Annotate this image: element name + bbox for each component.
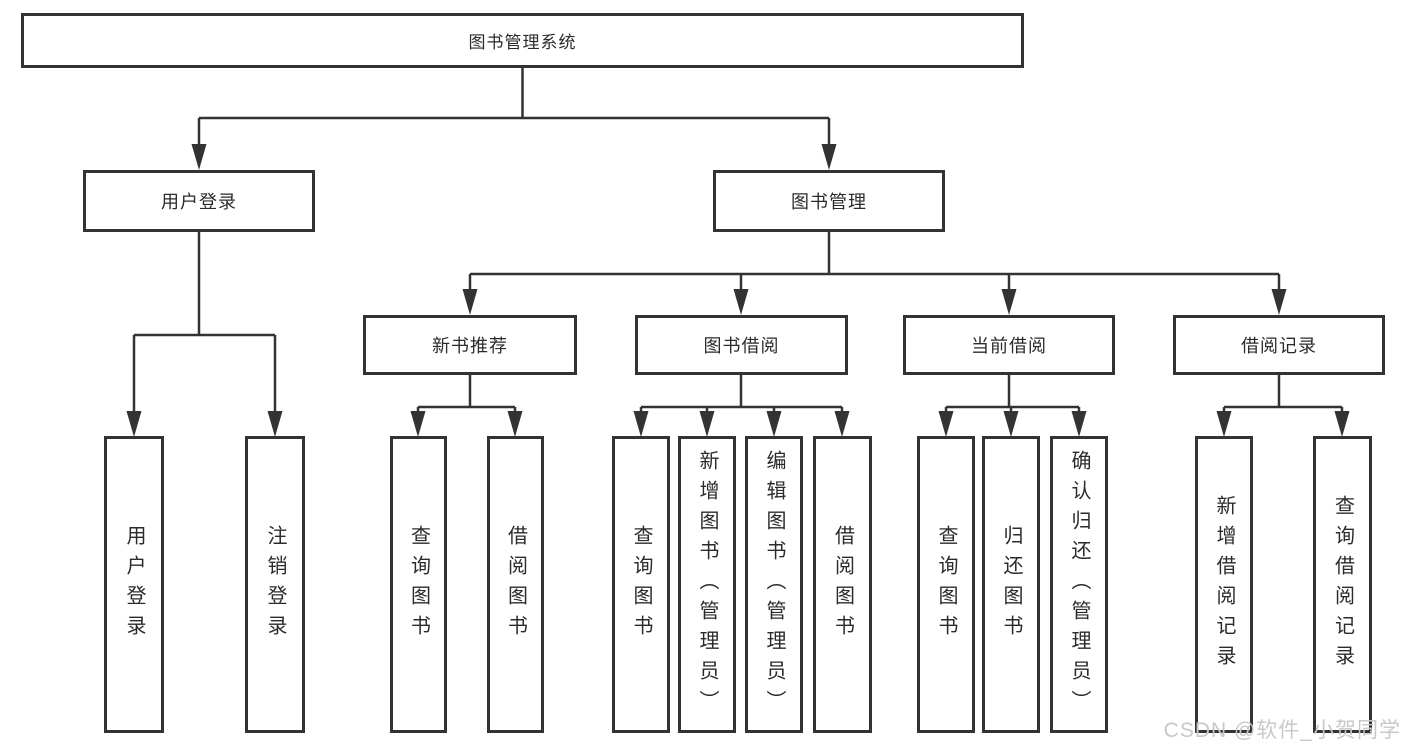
node-user-login: 用户登录 xyxy=(83,170,315,232)
arrow-down-icon xyxy=(733,289,749,315)
arrow-down-icon xyxy=(191,144,207,170)
arrow-down-icon xyxy=(126,411,142,437)
node-new-book-recommend: 新书推荐 xyxy=(363,315,577,375)
leaf-confirm-return-admin: 确认归还（管理员） xyxy=(1050,436,1108,733)
leaf-add-borrow-record: 新增借阅记录 xyxy=(1195,436,1253,733)
node-current-borrow-label: 当前借阅 xyxy=(971,336,1047,356)
leaf-user-login: 用户登录 xyxy=(104,436,164,733)
arrow-down-icon xyxy=(507,411,523,437)
node-book-borrow: 图书借阅 xyxy=(635,315,848,375)
connector-user-login-to-leaves xyxy=(126,232,283,437)
leaf-query-borrow-record: 查询借阅记录 xyxy=(1313,436,1372,733)
connector-book-mgmt-to-level3 xyxy=(462,232,1287,315)
node-new-book-recommend-label: 新书推荐 xyxy=(432,336,508,356)
arrow-down-icon xyxy=(1001,289,1017,315)
node-book-management: 图书管理 xyxy=(713,170,945,232)
arrow-down-icon xyxy=(1271,289,1287,315)
arrow-down-icon xyxy=(1071,411,1087,437)
node-borrow-record: 借阅记录 xyxy=(1173,315,1385,375)
leaf-borrow-books-recommend: 借阅图书 xyxy=(487,436,544,733)
connector-book-borrow-to-leaves xyxy=(633,375,850,437)
node-book-borrow-label: 图书借阅 xyxy=(703,336,780,356)
node-book-management-label: 图书管理 xyxy=(791,192,867,212)
arrow-down-icon xyxy=(1334,411,1350,437)
leaf-return-books: 归还图书 xyxy=(982,436,1040,733)
node-user-login-label: 用户登录 xyxy=(161,192,237,212)
leaf-query-books-borrow: 查询图书 xyxy=(612,436,670,733)
node-root: 图书管理系统 xyxy=(21,13,1024,68)
leaf-query-books-current: 查询图书 xyxy=(917,436,975,733)
arrow-down-icon xyxy=(462,289,478,315)
watermark: CSDN @软件_小贺同学 xyxy=(1163,719,1401,742)
arrow-down-icon xyxy=(938,411,954,437)
leaf-logout-login: 注销登录 xyxy=(245,436,305,733)
leaf-edit-books-admin: 编辑图书（管理员） xyxy=(745,436,803,733)
arrow-down-icon xyxy=(1003,411,1019,437)
connector-borrow-record-to-leaves xyxy=(1216,375,1350,437)
leaf-query-books-recommend: 查询图书 xyxy=(390,436,447,733)
arrow-down-icon xyxy=(766,411,782,437)
arrow-down-icon xyxy=(267,411,283,437)
arrow-down-icon xyxy=(410,411,426,437)
arrow-down-icon xyxy=(821,144,837,170)
node-borrow-record-label: 借阅记录 xyxy=(1241,336,1317,356)
leaf-borrow-books: 借阅图书 xyxy=(813,436,872,733)
arrow-down-icon xyxy=(633,411,649,437)
node-root-label: 图书管理系统 xyxy=(468,33,577,52)
connector-new-book-to-leaves xyxy=(410,375,523,437)
connector-current-borrow-to-leaves xyxy=(938,375,1087,437)
leaf-add-books-admin: 新增图书（管理员） xyxy=(678,436,736,733)
arrow-down-icon xyxy=(699,411,715,437)
node-current-borrow: 当前借阅 xyxy=(903,315,1115,375)
arrow-down-icon xyxy=(1216,411,1232,437)
arrow-down-icon xyxy=(834,411,850,437)
connector-root-to-level2 xyxy=(191,68,837,170)
